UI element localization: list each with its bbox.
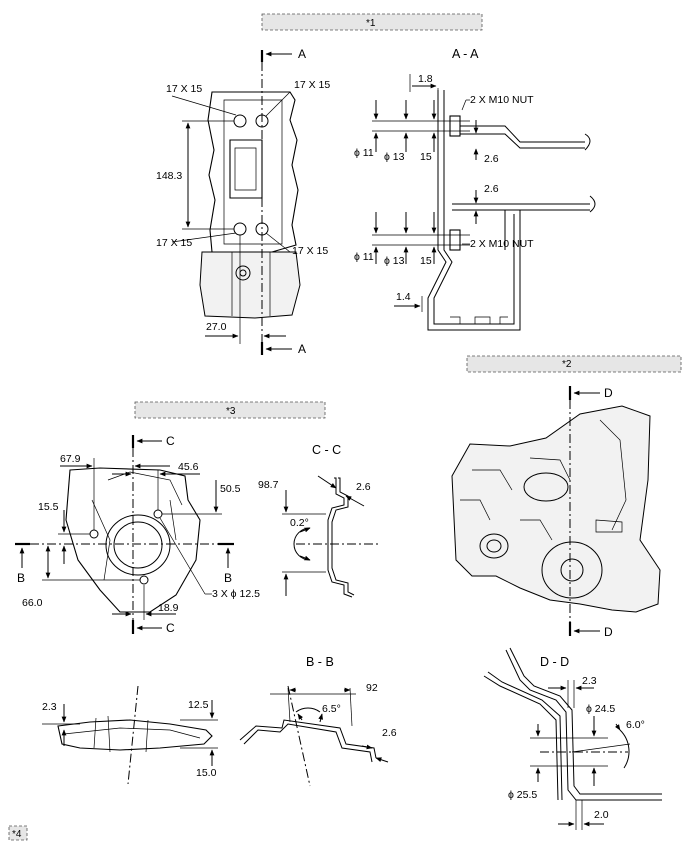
section-cc-title: C - C	[312, 443, 341, 457]
phi-13-lower: ϕ 13	[384, 255, 405, 267]
section-marker-d-top: D	[604, 386, 613, 400]
dim-92: 92	[366, 682, 378, 694]
nut-upper	[449, 115, 461, 137]
section-marker-a-top: A	[298, 47, 306, 61]
angle-6-0: 6.0°	[626, 719, 645, 731]
dim-2-3-bl: 2.3	[42, 701, 57, 713]
phi-11-upper: ϕ 11	[354, 147, 374, 159]
section-marker-c-top: C	[166, 434, 175, 448]
callout-3: *3	[134, 401, 326, 419]
phi-25-5: ϕ 25.5	[508, 789, 537, 801]
dim-67-9: 67.9	[60, 453, 81, 465]
hole-label-upper-left: 17 X 15	[166, 83, 202, 95]
nut-label-lower: 2 X M10 NUT	[470, 238, 534, 250]
section-aa-title: A - A	[452, 47, 479, 61]
dim-98-7: 98.7	[258, 479, 279, 491]
view-top-left: A A 17 X 15 17 X 15 17 X 15 17 X 15 148.…	[156, 47, 330, 356]
dim-12-5-bl: 12.5	[188, 699, 209, 711]
dim-18-9: 18.9	[158, 602, 179, 614]
angle-6-5: 6.5°	[322, 703, 341, 715]
dim-1-4: 1.4	[396, 291, 411, 303]
section-aa: A - A 1.8 ϕ 11 ϕ 13 15	[354, 47, 596, 331]
section-cc: C - C 98.7 2.6 0.2°	[258, 443, 380, 598]
callout-2: *2	[466, 355, 682, 373]
dim-2-3-dd: 2.3	[582, 675, 597, 687]
phi-24-5: ϕ 24.5	[586, 703, 615, 715]
section-marker-d-bottom: D	[604, 625, 613, 639]
section-dd: D - D 2.3 ϕ 24.5 6.0° ϕ 25.5 2.0	[483, 647, 662, 830]
section-dd-title: D - D	[540, 655, 569, 669]
dim-15-lower: 15	[420, 255, 432, 267]
view-bottom-left: 2.3 12.5 15.0	[42, 685, 218, 785]
hole-label-3x: 3 X ϕ 12.5	[212, 588, 260, 600]
callout-4-label: *4	[12, 829, 22, 840]
knuckle-part	[451, 405, 661, 613]
hole-label-lower-right: 17 X 15	[292, 245, 328, 257]
nut-label-upper: 2 X M10 NUT	[470, 94, 534, 106]
section-bb-title: B - B	[306, 655, 334, 669]
section-marker-a-bottom: A	[298, 342, 306, 356]
dim-2-6-a: 2.6	[484, 153, 499, 165]
callout-3-label: *3	[226, 406, 236, 417]
dim-15-0-bl: 15.0	[196, 767, 217, 779]
section-marker-c-bottom: C	[166, 621, 175, 635]
dim-2-6-cc: 2.6	[356, 481, 371, 493]
phi-11-lower: ϕ 11	[354, 251, 374, 263]
dim-2-0-dd: 2.0	[594, 809, 609, 821]
dim-15-upper: 15	[420, 151, 432, 163]
dim-45-6: 45.6	[178, 461, 199, 473]
view-mid-left: C C B B 67.9 45.6 50.5 15.5 66.0	[15, 434, 260, 635]
dim-2-6-b: 2.6	[484, 183, 499, 195]
nut-lower	[449, 229, 461, 251]
hole-label-lower-left: 17 X 15	[156, 237, 192, 249]
dim-15-5: 15.5	[38, 501, 59, 513]
section-marker-b-right: B	[224, 571, 232, 585]
section-bb: B - B 92 6.5° 2.6	[239, 655, 397, 787]
phi-13-upper: ϕ 13	[384, 151, 405, 163]
dim-66-0: 66.0	[22, 597, 43, 609]
angle-0-2: 0.2°	[290, 517, 309, 529]
opening-center	[541, 541, 603, 599]
dim-1-8: 1.8	[418, 73, 433, 85]
callout-1-label: *1	[366, 18, 376, 29]
dim-2-6-bb: 2.6	[382, 727, 397, 739]
dim-50-5: 50.5	[220, 483, 241, 495]
dim-27-0: 27.0	[206, 321, 227, 333]
section-marker-b-left: B	[17, 571, 25, 585]
callout-1: *1	[261, 13, 483, 31]
dim-148-3: 148.3	[156, 170, 182, 182]
opening-left	[479, 533, 509, 559]
opening-upper	[523, 472, 569, 502]
callout-4: *4	[8, 825, 28, 841]
hole-label-upper-right: 17 X 15	[294, 79, 330, 91]
lower-hole	[235, 265, 251, 281]
callout-2-label: *2	[562, 359, 572, 370]
lower-body-part	[199, 251, 301, 319]
flange-part	[57, 719, 213, 751]
view-mid-right: D D	[451, 386, 661, 639]
